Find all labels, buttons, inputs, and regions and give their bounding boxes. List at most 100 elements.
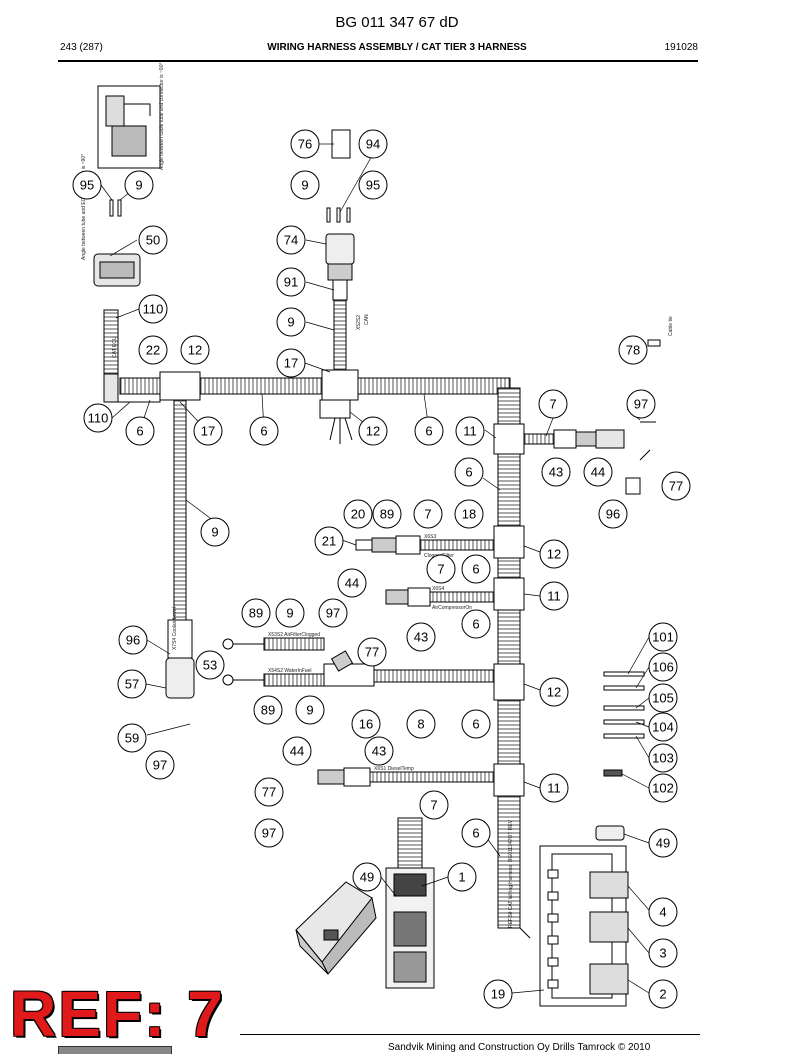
main-trunk-horizontal <box>103 369 511 444</box>
svg-text:77: 77 <box>365 645 379 660</box>
callout-12b: 12 <box>358 416 388 446</box>
svg-text:89: 89 <box>249 606 263 621</box>
svg-text:43: 43 <box>414 630 428 645</box>
callout-7b: 7 <box>413 499 443 529</box>
footer-copyright: Sandvik Mining and Construction Oy Drill… <box>388 1042 651 1053</box>
callout-18: 18 <box>454 499 484 529</box>
callout-95b: 95 <box>358 170 388 200</box>
callout-77c: 77 <box>254 777 284 807</box>
connector-module <box>385 817 435 989</box>
callout-12c: 12 <box>539 539 569 569</box>
svg-text:50: 50 <box>146 233 160 248</box>
svg-text:53: 53 <box>203 658 217 673</box>
main-trunk-vertical <box>493 387 531 939</box>
callout-95a: 95 <box>72 170 102 200</box>
callout-7a: 7 <box>538 389 568 419</box>
callout-9a: 9 <box>124 170 154 200</box>
branch-sensors-left <box>222 637 495 687</box>
label-air-compressor: AirCompressorOn <box>432 605 472 611</box>
callout-97a: 97 <box>626 389 656 419</box>
callout-9c: 9 <box>276 307 306 337</box>
label-x53s2: X53S2 AirFilterClogged <box>268 632 320 638</box>
svg-text:9: 9 <box>135 178 142 193</box>
callout-89c: 89 <box>253 695 283 725</box>
svg-text:102: 102 <box>652 781 674 796</box>
svg-text:21: 21 <box>322 534 336 549</box>
label-can: CAN <box>364 314 370 325</box>
svg-text:95: 95 <box>80 178 94 193</box>
svg-text:110: 110 <box>88 411 109 426</box>
callout-43c: 43 <box>364 736 394 766</box>
svg-text:6: 6 <box>472 826 479 841</box>
callout-96b: 96 <box>118 625 148 655</box>
svg-text:59: 59 <box>125 731 139 746</box>
callout-11c: 11 <box>539 773 569 803</box>
callout-4: 4 <box>648 897 678 927</box>
svg-text:9: 9 <box>287 315 294 330</box>
label-x6s4: X6S4 <box>432 586 444 592</box>
callout-11b: 11 <box>539 581 569 611</box>
svg-text:49: 49 <box>656 836 670 851</box>
svg-text:12: 12 <box>547 685 561 700</box>
callout-11a: 11 <box>455 416 485 446</box>
relay-box <box>539 845 629 1007</box>
svg-text:2: 2 <box>659 987 666 1002</box>
svg-text:89: 89 <box>261 703 275 718</box>
svg-text:19: 19 <box>491 987 505 1002</box>
svg-text:96: 96 <box>606 507 620 522</box>
callout-12d: 12 <box>539 677 569 707</box>
left-branch-vertical <box>165 399 195 699</box>
document-id: BG 011 347 67 dD <box>335 14 459 31</box>
revision-date: 191028 <box>664 42 698 53</box>
svg-text:9: 9 <box>211 525 218 540</box>
callout-17b: 17 <box>193 416 223 446</box>
callout-16: 16 <box>351 709 381 739</box>
svg-text:11: 11 <box>547 781 561 796</box>
callout-104: 104 <box>648 712 678 742</box>
svg-text:12: 12 <box>366 424 380 439</box>
footer-rule <box>240 1034 700 1035</box>
note-angle-tube: Angle between tube and ECU connector is … <box>81 154 87 260</box>
svg-text:44: 44 <box>345 576 359 591</box>
svg-text:104: 104 <box>652 720 674 735</box>
svg-text:6: 6 <box>472 562 479 577</box>
callout-9d: 9 <box>200 517 230 547</box>
svg-text:96: 96 <box>126 633 140 648</box>
svg-text:12: 12 <box>188 343 202 358</box>
callout-89b: 89 <box>241 598 271 628</box>
svg-text:91: 91 <box>284 275 298 290</box>
svg-text:11: 11 <box>463 424 477 439</box>
ref-stamp: REF: 7 <box>10 978 225 1050</box>
callout-17a: 17 <box>276 348 306 378</box>
note-angle-cable: Angle between cable tube and connector i… <box>159 63 165 171</box>
label-cat-ecu: CAT ECU <box>112 336 118 358</box>
callout-49a: 49 <box>648 828 678 858</box>
label-main-harness: BG011347OT REV <box>508 819 514 862</box>
callout-9f: 9 <box>295 695 325 725</box>
svg-text:77: 77 <box>669 479 683 494</box>
callout-43a: 43 <box>541 457 571 487</box>
svg-text:3: 3 <box>659 946 666 961</box>
callout-97c: 97 <box>145 750 175 780</box>
svg-text:78: 78 <box>626 343 640 358</box>
callout-110b: 110 <box>83 403 113 433</box>
svg-text:76: 76 <box>298 137 312 152</box>
svg-text:97: 97 <box>262 826 276 841</box>
branch-diesel-temp <box>317 767 495 787</box>
callout-8: 8 <box>406 709 436 739</box>
svg-text:8: 8 <box>417 717 424 732</box>
svg-text:49: 49 <box>360 870 374 885</box>
ecu-inset-sketch <box>97 85 161 169</box>
callout-6g: 6 <box>461 709 491 739</box>
callout-3: 3 <box>648 938 678 968</box>
svg-text:16: 16 <box>359 717 373 732</box>
callout-78: 78 <box>618 335 648 365</box>
svg-text:1: 1 <box>458 870 465 885</box>
label-x52s2: X52S2 <box>356 315 362 330</box>
svg-text:105: 105 <box>652 691 674 706</box>
callout-105: 105 <box>648 683 678 713</box>
svg-text:7: 7 <box>424 507 431 522</box>
callout-6a: 6 <box>125 416 155 446</box>
callout-44b: 44 <box>337 568 367 598</box>
ecu-box <box>295 881 377 975</box>
